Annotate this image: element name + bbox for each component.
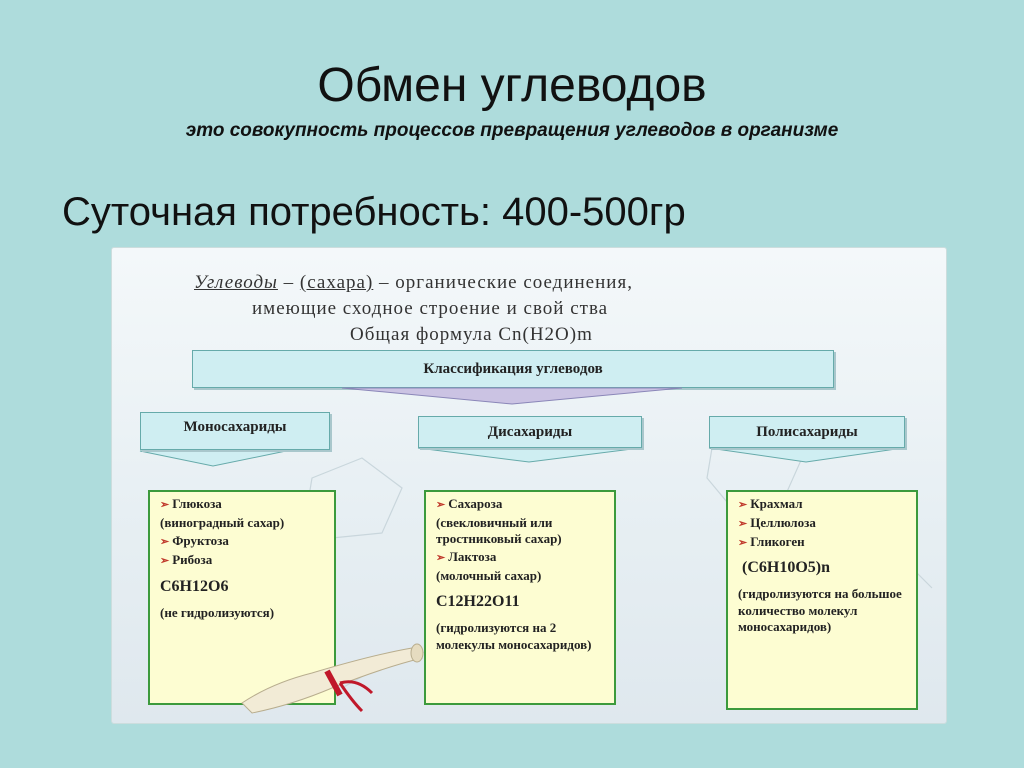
- hydrolysis-note: (не гидролизуются): [160, 604, 275, 620]
- list-item: ➢Крахмал: [738, 496, 803, 511]
- classification-diagram: Углеводы – (сахара) – органические соеди…: [112, 248, 946, 723]
- item-note: (виноградный сахар): [160, 514, 285, 530]
- list-item: ➢Глюкоза: [160, 496, 222, 511]
- arrow-bullet-icon: ➢: [160, 499, 170, 511]
- list-item: ➢Целлюлоза: [738, 514, 816, 530]
- arrow-bullet-icon: ➢: [738, 536, 748, 549]
- item-note: (свекловичный или тростниковый сахар): [436, 514, 562, 546]
- scroll-icon: [241, 643, 424, 714]
- arrow-bullet-icon: ➢: [436, 499, 446, 511]
- item-note: (молочный сахар): [436, 568, 542, 583]
- formula: C12H22O11: [436, 593, 520, 611]
- definition-dash: –: [277, 272, 300, 293]
- definition-rest: – органические соединения,: [373, 272, 633, 293]
- formula: (C6H10O5)n: [742, 559, 830, 577]
- hydrolysis-note: (гидролизуются на большое количество мол…: [738, 586, 902, 634]
- arrow-bullet-icon: ➢: [160, 536, 170, 548]
- arrow-bullet-icon: ➢: [160, 554, 170, 567]
- list-item: ➢Гликоген: [738, 533, 805, 549]
- daily-need-text: Суточная потребность: 400-500гр: [62, 190, 686, 234]
- arrow-bullet-icon: ➢: [738, 499, 748, 511]
- di-content-box: ➢Сахароза (свекловичный или тростниковый…: [424, 490, 616, 705]
- category-header-di: Дисахариды: [418, 416, 642, 448]
- list-item: ➢Лактоза: [436, 549, 497, 565]
- definition-line-2: имеющие сходное строение и свой ства: [252, 298, 609, 319]
- connector-arrows: [139, 387, 904, 467]
- definition-synonym: (сахара): [299, 272, 374, 293]
- definition-line-1: Углеводы – (сахара) – органические соеди…: [194, 272, 633, 294]
- hydrolysis-note: (гидролизуются на 2 молекулы моносахарид…: [436, 620, 592, 652]
- definition-term: Углеводы: [194, 272, 278, 293]
- arrow-bullet-icon: ➢: [738, 517, 748, 530]
- list-item: ➢Сахароза: [436, 496, 503, 511]
- slide-title: Обмен углеводов: [317, 59, 707, 112]
- formula: C6H12O6: [160, 577, 229, 595]
- mono-content-box: ➢Глюкоза (виноградный сахар) ➢Фруктоза ➢…: [148, 490, 336, 705]
- category-header-poly: Полисахариды: [709, 416, 905, 448]
- list-item: ➢Фруктоза: [160, 533, 229, 548]
- definition-line-3: Общая формула Cn(H2O)m: [350, 324, 593, 345]
- category-header-mono: Моносахариды: [140, 412, 330, 450]
- arrow-bullet-icon: ➢: [436, 552, 446, 565]
- list-item: ➢Рибоза: [160, 551, 213, 567]
- poly-content-box: ➢Крахмал ➢Целлюлоза ➢Гликоген (C6H10O5)n…: [726, 490, 918, 710]
- slide-subtitle: это совокупность процессов превращения у…: [185, 120, 839, 141]
